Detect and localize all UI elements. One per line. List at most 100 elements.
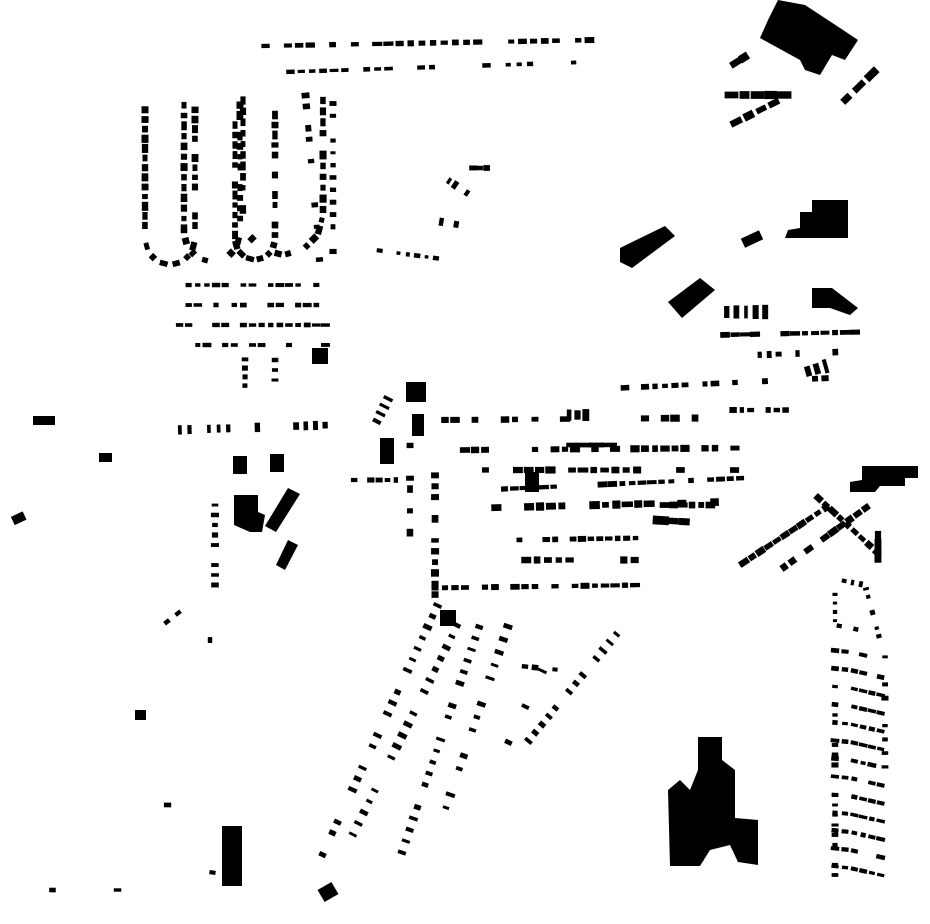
building	[688, 477, 694, 484]
building	[463, 189, 471, 197]
building	[867, 834, 876, 840]
building	[419, 687, 429, 696]
building	[374, 67, 382, 71]
building	[652, 445, 658, 452]
building	[558, 502, 566, 510]
building	[247, 234, 257, 244]
building	[183, 253, 192, 262]
building	[387, 754, 396, 761]
building	[542, 536, 551, 543]
building	[681, 382, 689, 388]
building	[232, 162, 238, 168]
building	[163, 802, 172, 808]
building	[633, 466, 642, 474]
building	[875, 836, 886, 843]
building	[775, 351, 782, 357]
building	[500, 486, 509, 492]
building	[320, 323, 330, 327]
building	[405, 826, 415, 834]
building	[455, 765, 464, 772]
building	[180, 153, 188, 160]
building	[395, 40, 404, 47]
building	[849, 329, 861, 335]
building	[621, 582, 629, 588]
building	[451, 585, 459, 591]
building	[473, 39, 483, 45]
building	[283, 43, 292, 48]
building	[240, 151, 246, 159]
building	[329, 212, 337, 217]
building	[348, 831, 358, 838]
building	[630, 445, 640, 453]
building	[202, 342, 212, 348]
building	[383, 41, 394, 46]
building	[271, 171, 279, 179]
building	[537, 720, 547, 729]
building	[771, 536, 782, 545]
building	[602, 501, 609, 508]
building	[286, 69, 295, 75]
building	[448, 633, 456, 640]
building	[646, 479, 657, 485]
building	[430, 569, 439, 577]
building	[876, 728, 885, 734]
building	[211, 582, 219, 588]
building	[429, 40, 437, 46]
building	[832, 842, 838, 848]
building	[320, 162, 326, 170]
building	[258, 322, 265, 328]
building	[592, 583, 598, 588]
building	[180, 112, 188, 119]
building	[850, 812, 859, 818]
building	[524, 736, 533, 746]
building-center-7	[270, 454, 284, 472]
building	[387, 699, 398, 707]
building	[832, 719, 838, 726]
building	[239, 322, 247, 328]
building	[841, 649, 849, 654]
building	[255, 254, 264, 263]
building	[191, 154, 199, 162]
building	[865, 594, 871, 600]
building	[191, 115, 199, 124]
building	[862, 586, 870, 592]
building	[850, 740, 859, 746]
building	[463, 39, 470, 45]
building	[821, 500, 831, 510]
building	[453, 622, 462, 629]
building-center-8	[440, 610, 456, 626]
building	[500, 416, 510, 423]
building	[767, 97, 781, 109]
building	[552, 536, 559, 543]
building	[832, 592, 838, 597]
building	[574, 410, 581, 420]
building	[831, 862, 839, 868]
building	[372, 731, 383, 740]
building	[241, 365, 248, 371]
building	[875, 633, 882, 639]
building	[620, 556, 628, 564]
building	[181, 133, 187, 140]
building	[232, 211, 238, 219]
building	[413, 252, 421, 259]
building	[273, 249, 283, 258]
building	[245, 255, 255, 263]
building	[302, 302, 312, 308]
building-isolated-south	[317, 881, 339, 903]
building	[181, 215, 187, 222]
building	[175, 323, 184, 327]
building	[812, 362, 822, 375]
building	[575, 442, 592, 448]
building	[294, 42, 304, 48]
building	[589, 500, 600, 510]
building	[565, 557, 574, 563]
building	[850, 527, 860, 537]
building	[189, 241, 198, 252]
building	[867, 798, 877, 804]
building	[858, 580, 864, 588]
building	[409, 710, 418, 717]
building	[517, 38, 527, 45]
building	[621, 501, 634, 508]
building	[831, 752, 839, 758]
